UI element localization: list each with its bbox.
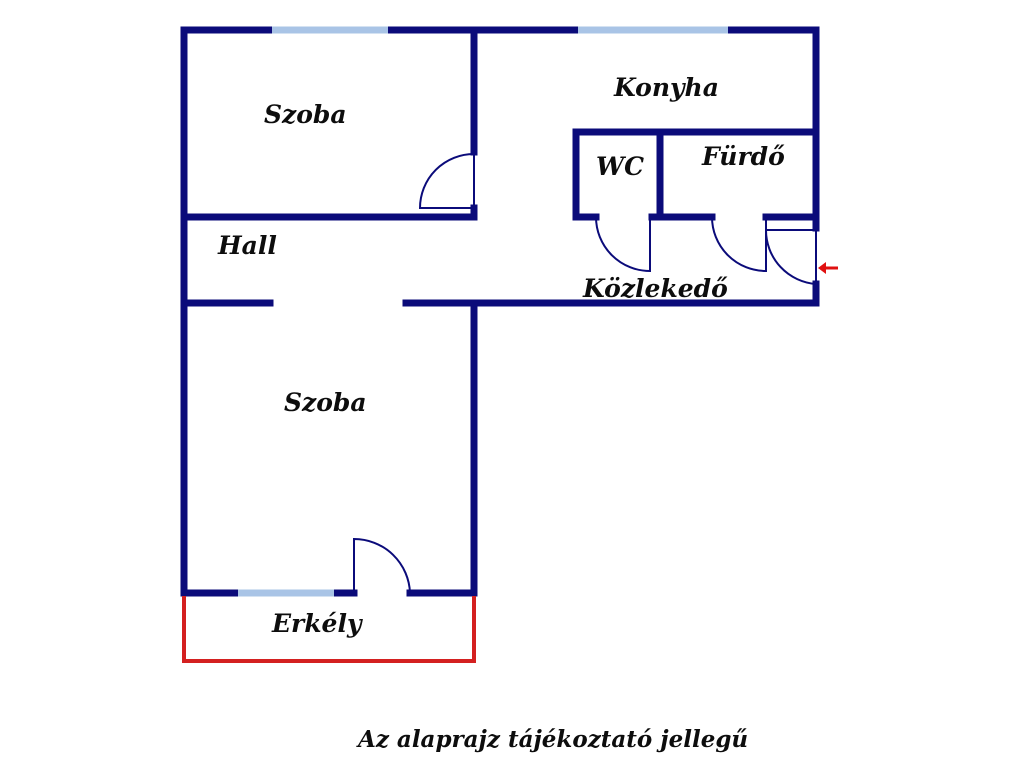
room-label-wc: WC	[596, 152, 644, 181]
entrance-arrow-icon	[818, 262, 838, 274]
balcony-railing	[182, 596, 476, 663]
room-label-erkely: Erkély	[271, 609, 363, 638]
room-label-konyha: Konyha	[613, 73, 719, 102]
balcony	[182, 596, 476, 663]
door-entrance	[764, 229, 817, 286]
room-label-hall: Hall	[217, 231, 277, 260]
door-szoba-top	[418, 153, 475, 209]
windows	[238, 26, 728, 597]
disclaimer-caption: Az alaprajz tájékoztató jellegű	[356, 726, 748, 753]
room-label-kozlekedo: Közlekedő	[582, 274, 728, 303]
door-szoba-bottom	[353, 537, 411, 594]
doors	[353, 153, 817, 594]
room-label-furdo: Fürdő	[701, 142, 785, 171]
door-furdo	[711, 216, 767, 273]
room-label-szoba-top: Szoba	[264, 100, 347, 129]
door-wc	[595, 216, 651, 273]
room-label-szoba-bottom: Szoba	[284, 388, 367, 417]
